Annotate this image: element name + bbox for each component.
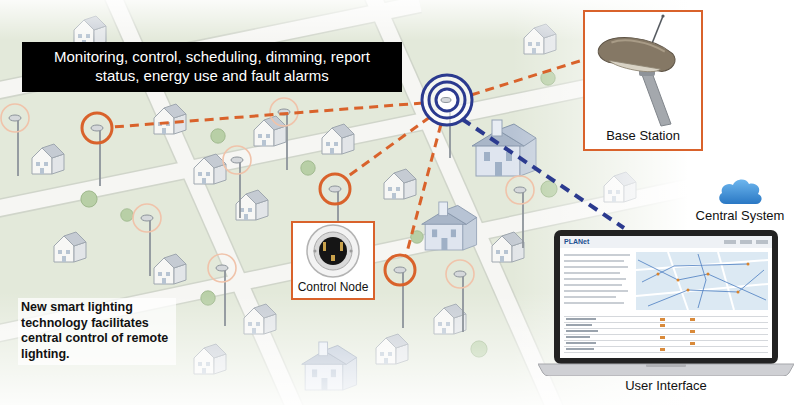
cloud-icon [719, 180, 761, 204]
active-lamp-rings [385, 255, 415, 285]
street-lamps [141, 215, 153, 276]
street-lamps [231, 157, 243, 218]
control-node-icon [293, 223, 373, 279]
street-lamps [216, 265, 228, 326]
street-lamps [394, 267, 406, 328]
laptop-label: User Interface [538, 376, 794, 394]
radio-links [471, 60, 583, 95]
callout-label: Control Node [293, 279, 373, 298]
faint-lamp-rings [133, 204, 161, 232]
cloud-node: Central System [688, 176, 792, 224]
faint-lamp-rings [446, 260, 474, 288]
street-lamps [91, 125, 103, 186]
laptop-icon [538, 230, 794, 376]
caption-text: New smart lighting technology facilitate… [18, 298, 176, 365]
cloud-icon [716, 176, 764, 206]
base-station-hub [422, 75, 472, 125]
street-lamps [514, 187, 526, 248]
faint-lamp-rings [223, 146, 251, 174]
callout-box: Base Station [583, 10, 703, 151]
faint-lamp-rings [1, 98, 534, 288]
radio-links [113, 103, 423, 127]
radio-links [347, 117, 430, 177]
street-lamps [9, 97, 526, 332]
active-lamp-rings [82, 113, 112, 143]
radio-links [406, 124, 441, 256]
base-station-icon [585, 12, 701, 128]
faint-lamp-rings [270, 98, 298, 126]
banner-text: Monitoring, control, scheduling, dimming… [32, 48, 392, 86]
callout-label: Base Station [585, 128, 701, 149]
base-station-hub [422, 75, 472, 125]
cloud-label: Central System [688, 206, 792, 224]
street-lamps [9, 115, 21, 176]
faint-lamp-rings [506, 176, 534, 204]
base-station-icon [596, 14, 679, 126]
faint-lamp-rings [1, 104, 29, 132]
base-station-hub [441, 98, 451, 103]
laptop-icon [538, 230, 794, 376]
base-station-hub [436, 89, 458, 111]
feature-banner: Monitoring, control, scheduling, dimming… [22, 42, 402, 92]
laptop-node: PLANetUser Interface [538, 230, 794, 394]
street-lamps [454, 271, 466, 332]
base-station-hub [429, 82, 465, 118]
callout-box: Control Node [291, 221, 375, 300]
screen-logo: PLANet [564, 237, 589, 246]
street-lamps [278, 109, 290, 170]
faint-lamp-rings [208, 254, 236, 282]
control-node-icon [307, 225, 359, 277]
active-lamp-rings [320, 174, 350, 204]
